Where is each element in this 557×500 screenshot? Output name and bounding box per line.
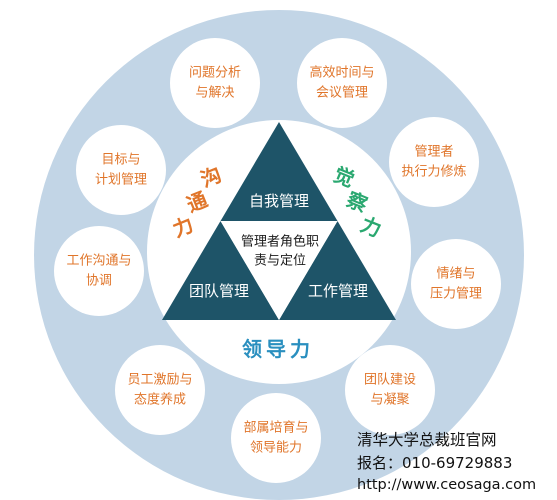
- footer-title: 清华大学总裁班官网: [357, 431, 497, 449]
- topic-text-line: 计划管理: [95, 173, 147, 188]
- triangle-center-label: 管理者角色职: [241, 234, 319, 250]
- topic-text-line: 团队建设: [364, 373, 416, 388]
- topic-text-line: 会议管理: [316, 86, 368, 101]
- topic-text-line: 执行力修炼: [401, 165, 466, 180]
- triangle-center: [220, 221, 338, 320]
- topic-text-line: 高效时间与: [309, 65, 374, 81]
- topic-text-line: 情绪与: [436, 267, 475, 282]
- topic-text-line: 工作沟通与: [66, 254, 131, 269]
- topic-text-line: 压力管理: [430, 287, 482, 302]
- topic-text-line: 目标与: [101, 153, 140, 168]
- topic-circle: [54, 226, 144, 316]
- topic-circle: [76, 125, 166, 215]
- triangle-right-work-management: [279, 221, 396, 320]
- topic-circle: [411, 239, 501, 329]
- topic-text-line: 态度养成: [134, 392, 186, 408]
- triangle-top-label: 自我管理: [249, 192, 309, 210]
- topic-text-line: 管理者: [414, 145, 453, 160]
- triangle-top-self-management: [220, 122, 338, 221]
- topic-text-line: 协调: [86, 274, 112, 289]
- footer-phone: 报名：010-69729883: [357, 454, 513, 472]
- topic-circle: [170, 38, 260, 128]
- topic-circle: [389, 117, 479, 207]
- triangle-bottom-right-label: 工作管理: [308, 282, 368, 300]
- triangle-bottom-left-label: 团队管理: [189, 282, 249, 300]
- topic-text-line: 部属培育与: [243, 420, 308, 436]
- topic-text-line: 与凝聚: [370, 392, 409, 408]
- triangle-center-label: 责与定位: [254, 254, 306, 269]
- triangle-left-team-management: [162, 221, 279, 320]
- topic-text-line: 问题分析: [189, 66, 241, 81]
- topic-text-line: 员工激励与: [127, 373, 192, 388]
- footer-url[interactable]: http://www.ceosaga.com: [357, 477, 537, 493]
- topic-circle: [231, 393, 321, 483]
- topic-circle: [115, 345, 205, 435]
- topic-circle: [297, 38, 387, 128]
- topic-text-line: 与解决: [195, 86, 234, 101]
- topic-text-line: 领导能力: [250, 441, 302, 456]
- side-label-bottom: 领导力: [242, 337, 314, 361]
- topic-circle: [345, 345, 435, 435]
